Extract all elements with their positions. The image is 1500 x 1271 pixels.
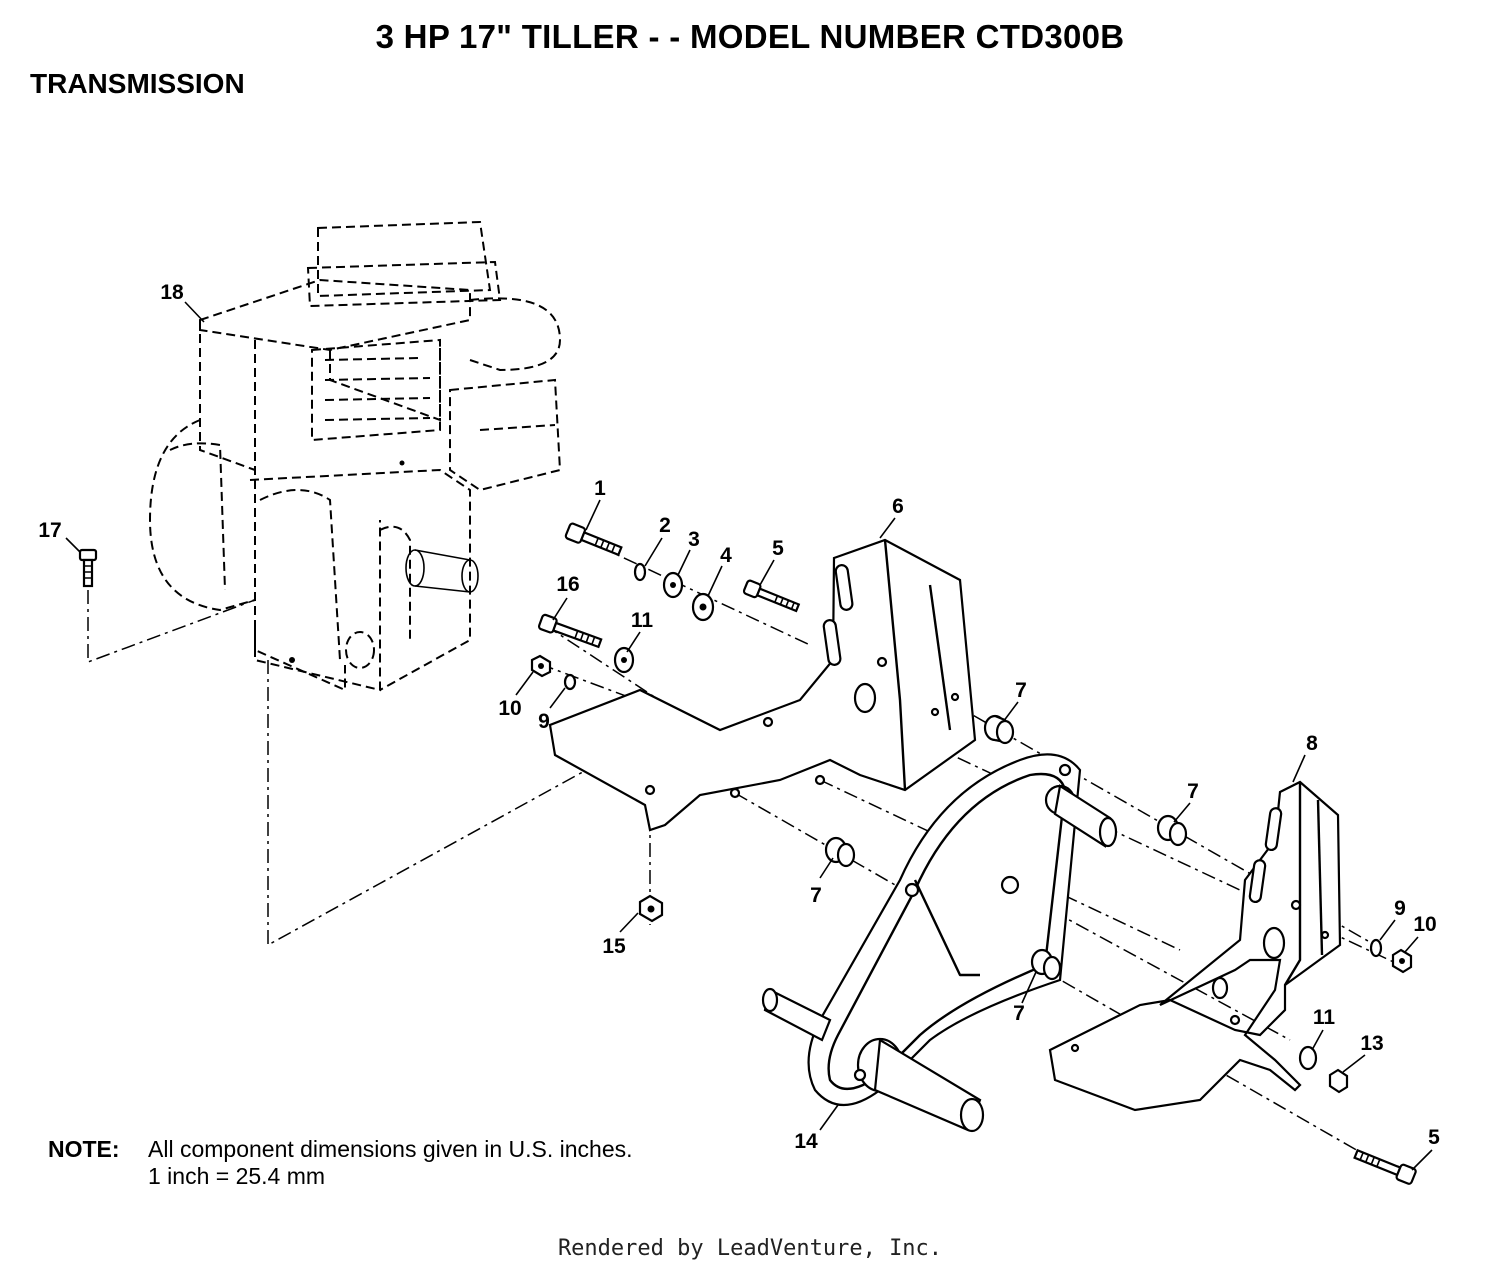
right-bracket [1048, 780, 1342, 1112]
spacer-7-left [824, 836, 856, 868]
callout-17: 17 [38, 519, 61, 542]
centerline-engine-base [267, 660, 651, 947]
callout-9-right: 9 [1394, 897, 1406, 920]
bolt-16 [537, 613, 603, 649]
note-label: NOTE: [48, 1136, 120, 1162]
lockwasher-9-right [1369, 938, 1383, 958]
callout-7-right: 7 [1187, 780, 1199, 803]
left-bracket [548, 538, 977, 832]
callout-5-upper: 5 [772, 537, 784, 560]
leader-lines [65, 301, 1433, 1171]
bolt-5-upper [742, 579, 801, 613]
callout-7-lower: 7 [1013, 1002, 1025, 1025]
bolt-17 [78, 548, 98, 588]
centerline-bolt1 [574, 534, 811, 646]
lockwasher-9-left [563, 673, 577, 691]
centerline-17 [87, 590, 256, 664]
callout-labels: 1 2 3 4 5 16 11 10 9 6 7 7 7 7 8 9 10 11… [38, 281, 1440, 1153]
callout-8: 8 [1306, 732, 1318, 755]
bolt-5-lower [1353, 1148, 1417, 1185]
section-heading: TRANSMISSION [30, 68, 245, 99]
callout-14: 14 [794, 1130, 818, 1153]
chain-case [761, 753, 1118, 1133]
spacer-7-lower [1030, 948, 1062, 981]
parts-diagram: 1 2 3 4 5 16 11 10 9 6 7 7 7 7 8 9 10 11… [38, 220, 1440, 1185]
spacer-7-right [1156, 814, 1188, 847]
callout-13: 13 [1360, 1032, 1383, 1055]
callout-1: 1 [594, 477, 606, 500]
callout-6: 6 [892, 495, 904, 518]
bolt-1 [564, 522, 623, 557]
dimension-note: NOTE: All component dimensions given in U… [48, 1136, 633, 1190]
callout-9-left: 9 [538, 710, 550, 733]
callout-2: 2 [659, 514, 671, 537]
centerline-nut10 [539, 663, 651, 706]
washer-11-lower [1298, 1045, 1318, 1071]
lockwasher-2 [633, 562, 647, 582]
callout-11-lower: 11 [1313, 1006, 1336, 1029]
callout-18: 18 [160, 281, 184, 304]
callout-15: 15 [602, 935, 626, 958]
callout-11-upper: 11 [631, 609, 654, 632]
callout-5-lower: 5 [1428, 1126, 1440, 1149]
note-line-1: All component dimensions given in U.S. i… [148, 1136, 633, 1162]
callout-4: 4 [720, 544, 732, 567]
callout-16: 16 [556, 573, 579, 596]
callout-10-right: 10 [1413, 913, 1436, 936]
engine-outline [148, 220, 562, 692]
callout-3: 3 [688, 528, 700, 551]
note-line-2: 1 inch = 25.4 mm [148, 1163, 326, 1189]
callout-7-left: 7 [810, 884, 822, 907]
callout-10-left: 10 [498, 697, 521, 720]
diagram-title: 3 HP 17" TILLER - - MODEL NUMBER CTD300B [375, 18, 1125, 55]
footer-credit: Rendered by LeadVenture, Inc. [557, 1236, 943, 1261]
nut-13 [1328, 1068, 1349, 1094]
callout-7-upper: 7 [1015, 679, 1027, 702]
spacer-7-upper [983, 714, 1015, 745]
